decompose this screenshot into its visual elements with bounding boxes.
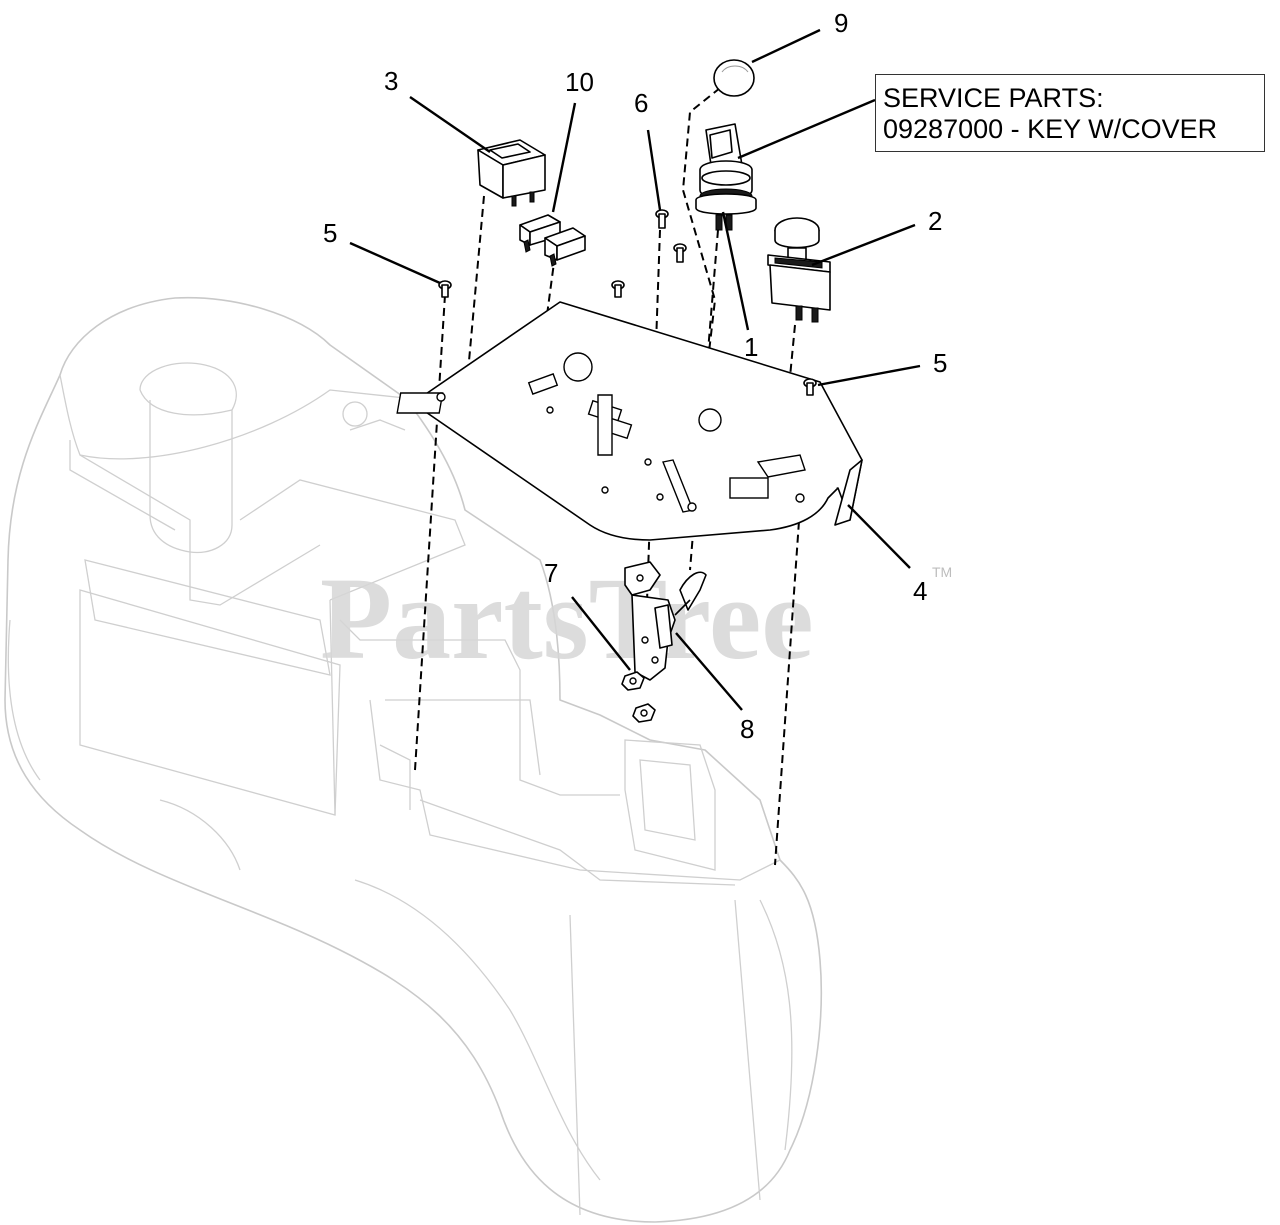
callout-1: 1 (744, 332, 758, 362)
callout-2: 2 (928, 206, 942, 236)
callout-8: 8 (740, 714, 754, 744)
service-parts-box: SERVICE PARTS: 09287000 - KEY W/COVER (875, 74, 1265, 152)
service-parts-heading: SERVICE PARTS: (883, 83, 1104, 113)
callout-numbers: 1 2 3 4 5 5 6 7 8 9 10 (323, 8, 947, 744)
callout-10: 10 (565, 67, 594, 97)
screw-extra-1 (673, 243, 687, 263)
callout-5-left: 5 (323, 218, 337, 248)
hour-meter (477, 139, 546, 207)
callout-5-right: 5 (933, 348, 947, 378)
callout-4: 4 (913, 576, 927, 606)
callout-9: 9 (834, 8, 848, 38)
screw-5-right (803, 378, 817, 396)
pto-switch (767, 217, 831, 323)
screw-6 (655, 209, 669, 229)
ignition-key-switch (695, 123, 757, 231)
screw-5-left (438, 280, 452, 298)
rocker-switches (519, 214, 586, 267)
service-parts-item: 09287000 - KEY W/COVER (883, 114, 1218, 144)
watermark-text: PartsTree (320, 553, 814, 684)
callout-3: 3 (384, 66, 398, 96)
key-cover-ball (713, 59, 755, 97)
mounting-plate (396, 301, 863, 541)
leader-lines (349, 28, 921, 711)
safety-switch (624, 561, 707, 681)
screws (438, 209, 817, 396)
nuts (621, 671, 656, 723)
watermark-trademark: TM (932, 564, 952, 580)
callout-7: 7 (544, 558, 558, 588)
callout-6: 6 (634, 88, 648, 118)
screw-extra-2 (611, 280, 625, 298)
